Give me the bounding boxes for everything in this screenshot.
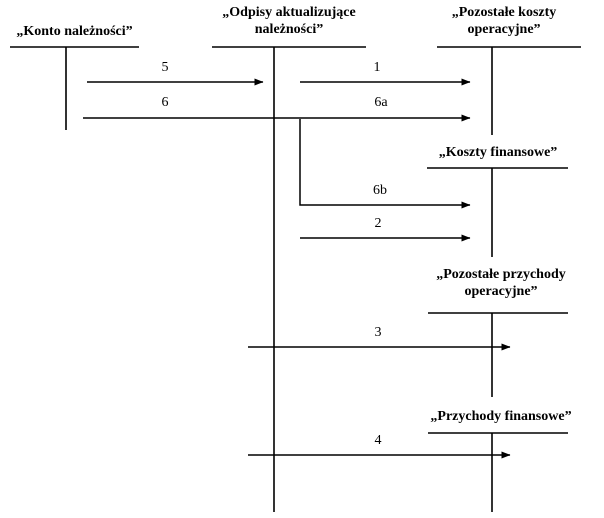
- flow-label-5: 5: [161, 60, 169, 75]
- flow-label-6b: 6b: [373, 183, 387, 198]
- account-title-pozostale-koszty-operacyjne: „Pozostałe koszty operacyjne”: [451, 5, 557, 37]
- flow-label-4: 4: [374, 433, 382, 448]
- flow-label-2: 2: [374, 216, 382, 231]
- account-title-konto-naleznosci: „Konto należności”: [16, 24, 133, 39]
- account-title-koszty-finansowe: „Koszty finansowe”: [438, 145, 558, 160]
- account-title-odpisy-aktualizujace: „Odpisy aktualizujące należności”: [222, 5, 356, 37]
- flow-arrow-6b: [299, 119, 471, 209]
- flow-arrows: [83, 78, 511, 459]
- account-title-pozostale-przychody-operacyjne: „Pozostałe przychody operacyjne”: [436, 267, 566, 299]
- account-rules: [10, 46, 581, 512]
- flow-label-6a: 6a: [374, 95, 388, 110]
- flow-label-6: 6: [161, 95, 169, 110]
- flow-label-1: 1: [373, 60, 381, 75]
- account-title-przychody-finansowe: „Przychody finansowe”: [430, 409, 572, 424]
- flow-label-3: 3: [374, 325, 382, 340]
